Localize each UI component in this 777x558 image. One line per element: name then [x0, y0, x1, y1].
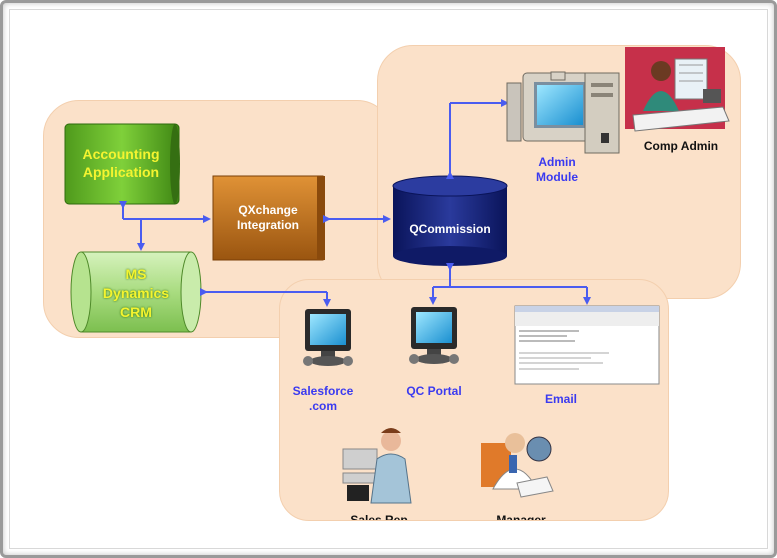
qxchange-integration-label: QXchange Integration — [237, 203, 299, 232]
manager-label: Manager — [496, 513, 546, 520]
email-label: Email — [544, 392, 577, 406]
admin-module-label: Admin Module — [536, 155, 578, 184]
comp-admin-label: Comp Admin — [643, 139, 719, 153]
comp-admin-illustration — [625, 47, 730, 132]
accounting-application-label: Accounting Application — [82, 146, 160, 180]
salesforce-label: Salesforce .com — [292, 384, 354, 413]
connector-arrows — [119, 99, 591, 307]
diagram-graphics — [64, 47, 730, 504]
qxchange-integration-box — [212, 175, 325, 261]
qcommission-label: QCommission — [409, 222, 491, 236]
qc-portal-label: QC Portal — [406, 384, 462, 398]
sales-rep-label: Sales Rep — [350, 513, 408, 520]
ms-dynamics-crm-label: MS Dynamics CRM — [102, 266, 170, 320]
salesforce-monitor-icon — [303, 309, 353, 366]
accounting-application-box — [64, 123, 180, 205]
qc-portal-monitor-icon — [409, 307, 459, 364]
qcommission-database — [392, 175, 508, 266]
manager-illustration — [481, 433, 554, 498]
slide-inner-border — [9, 9, 768, 549]
ms-dynamics-crm-cylinder — [70, 251, 202, 333]
sales-rep-illustration — [342, 428, 412, 504]
email-window-thumbnail — [514, 305, 660, 385]
admin-computer-icon — [506, 71, 620, 154]
